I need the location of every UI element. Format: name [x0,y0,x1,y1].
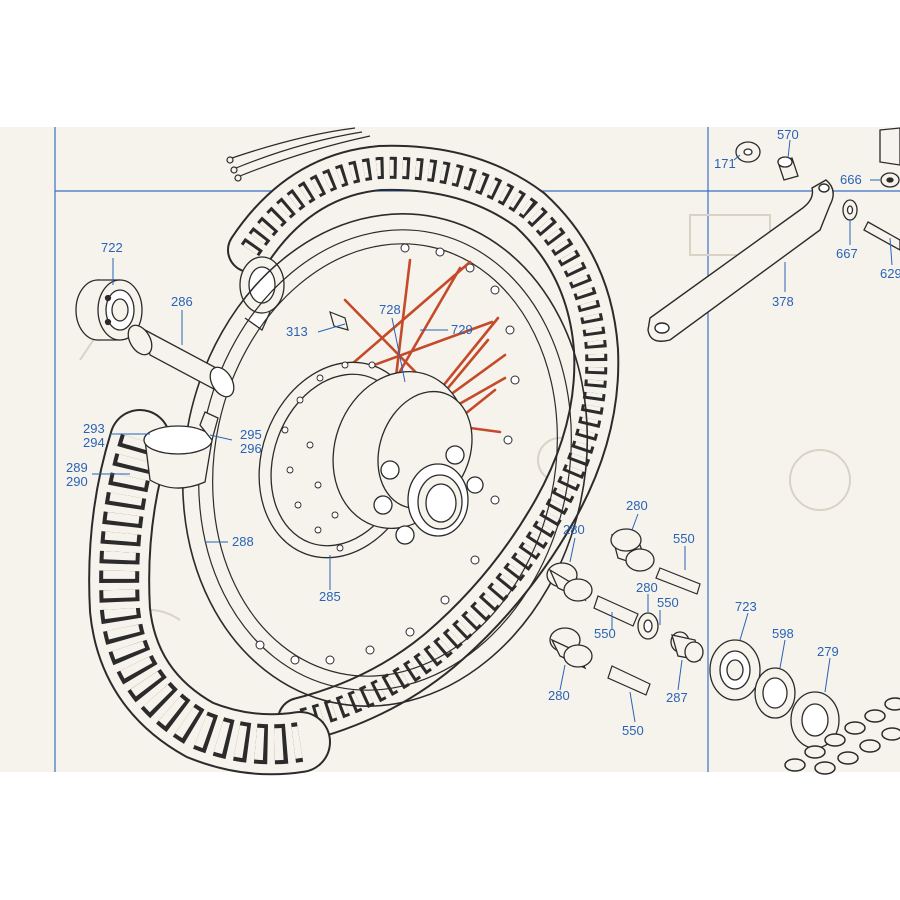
callout-550-mid: 550 [594,626,616,641]
brake-cables [226,127,371,182]
callout-723: 723 [735,599,757,614]
rim [181,213,589,707]
seal-598 [754,667,796,719]
callout-280-low: 280 [548,688,570,703]
torque-arm-378 [647,179,834,342]
bolt-550-low [607,665,651,696]
callout-290: 290 [66,474,88,489]
callout-378: 378 [772,294,794,309]
tyre-lower-section [88,409,331,776]
callout-285: 285 [319,589,341,604]
inner-tube-end [143,411,219,489]
callout-296: 296 [240,441,262,456]
bushing-570 [777,156,799,181]
washer-171 [735,141,761,163]
callout-289: 289 [66,460,88,475]
callout-666: 666 [840,172,862,187]
spacer-280-small [637,612,659,640]
bolt-550-top [655,567,701,595]
callout-728: 728 [379,302,401,317]
callout-550-low: 550 [622,723,644,738]
callout-598: 598 [772,626,794,641]
nut-279 [790,691,840,749]
rim-spoke-holes [255,243,520,665]
spacer-280-top [610,528,655,572]
spacer-287 [670,631,704,663]
callout-629: 629 [880,266,900,281]
spacer-tube-286 [127,324,235,398]
callout-294: 294 [83,435,105,450]
callout-280-left: 280 [563,522,585,537]
callout-293: 293 [83,421,105,436]
callout-288: 288 [232,534,254,549]
callout-295: 295 [240,427,262,442]
bolt-629 [863,221,900,251]
bearing-723 [709,639,761,701]
drive-chain [784,697,900,775]
callout-722: 722 [101,240,123,255]
callout-313: 313 [286,324,308,339]
bearing-722 [75,279,143,341]
nut-666 [879,127,900,188]
callout-286: 286 [171,294,193,309]
callout-287: 287 [666,690,688,705]
callout-550-top: 550 [673,531,695,546]
callout-729: 729 [451,322,473,337]
tyre-upper [227,144,620,743]
bolt-550-mid [593,595,639,627]
leader-lines [92,139,893,723]
callout-550-right: 550 [657,595,679,610]
callout-667: 667 [836,246,858,261]
callout-570: 570 [777,127,799,142]
callout-171: 171 [714,156,736,171]
rim-clip-313 [329,310,349,331]
washer-667 [842,199,858,221]
spacer-280-mid [546,562,593,602]
hub [258,361,484,559]
callout-280-top: 280 [626,498,648,513]
spacer-280-lower [549,627,593,670]
callout-280-mid: 280 [636,580,658,595]
hub-flange-holes [281,361,376,552]
callout-279: 279 [817,644,839,659]
